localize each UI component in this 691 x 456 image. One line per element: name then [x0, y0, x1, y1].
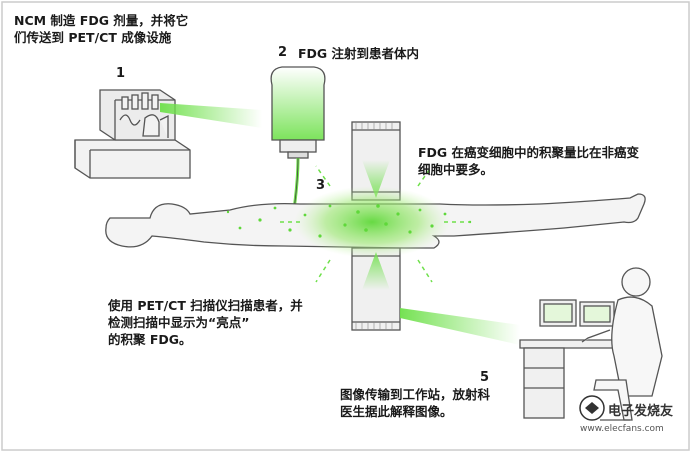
beam-to-workstation: [400, 308, 520, 345]
step-1-number: 1: [116, 66, 126, 81]
step-2-number: 2: [278, 45, 288, 60]
workstation-illustration: [519, 299, 631, 419]
scan-beam-bottom: [362, 252, 390, 290]
watermark-title: 电子发烧友: [608, 404, 674, 419]
step-3-description: FDG 在癌变细胞中的积聚量比在非癌变 细胞中要多。: [418, 145, 640, 177]
fdg-particles: [226, 204, 472, 238]
synthesis-station-illustration: [74, 89, 191, 179]
step-4-description: 使用 PET/CT 扫描仪扫描患者，并 检测扫描中显示为“亮点” 的积聚 FDG…: [108, 298, 303, 347]
step-2-description: FDG 注射到患者体内: [298, 46, 420, 61]
emission-rays: [276, 165, 470, 283]
scan-beam-top: [362, 160, 390, 198]
step-5-description: 图像传输到工作站，放射科 医生据此解释图像。: [340, 387, 491, 419]
watermark-logo-icon: [579, 395, 605, 421]
gantry-stripes: [355, 122, 393, 330]
watermark-url: www.elecfans.com: [580, 424, 664, 434]
beam-step1: [160, 103, 262, 128]
step-5-number: 5: [480, 370, 490, 385]
step-3-number: 3: [316, 178, 326, 193]
fdg-hotspot-glow: [294, 186, 450, 258]
radiologist-illustration: [581, 267, 663, 421]
step-1-description: NCM 制造 FDG 剂量，并将它 们传送到 PET/CT 成像设施: [14, 13, 189, 45]
